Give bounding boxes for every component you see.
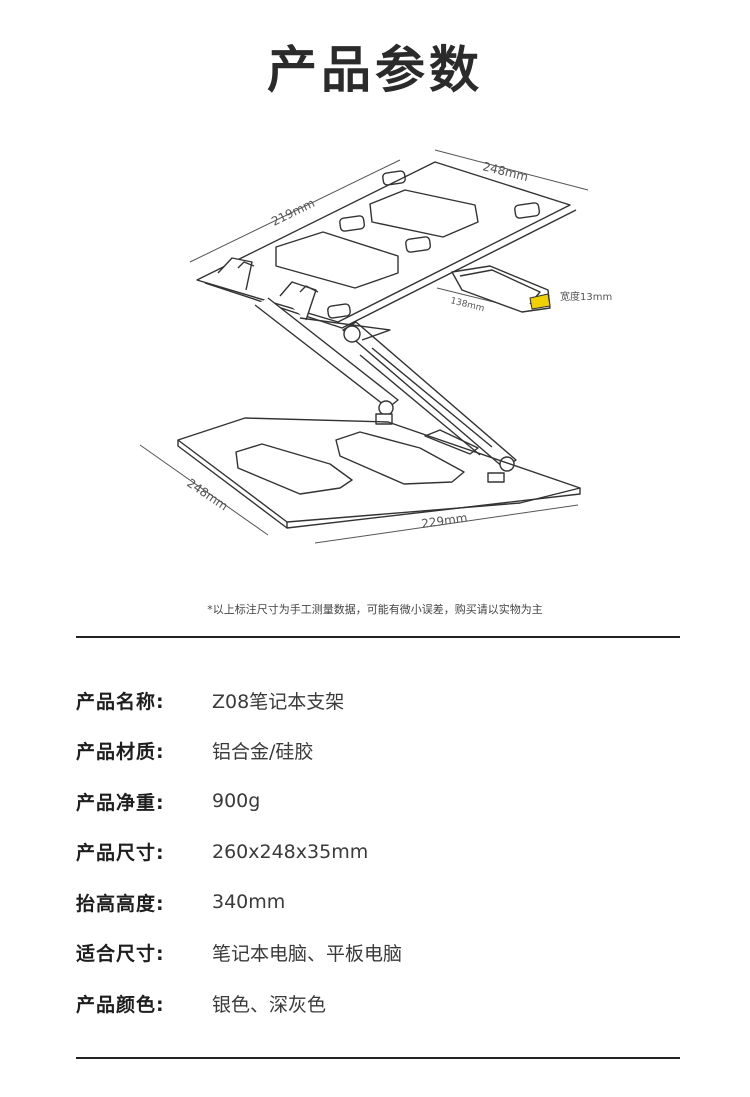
spec-row-compatible: 适合尺寸: 笔记本电脑、平板电脑 xyxy=(76,928,680,979)
spec-row-color: 产品颜色: 银色、深灰色 xyxy=(76,978,680,1029)
spec-row-name: 产品名称: Z08笔记本支架 xyxy=(76,675,680,726)
product-dimension-diagram: 248mm 219mm 138mm 宽度13mm 248mm 229mm xyxy=(0,120,750,560)
spec-label: 抬高高度: xyxy=(76,892,165,915)
measurement-note: *以上标注尺寸为手工测量数据，可能有微小误差，购买请以实物为主 xyxy=(207,603,543,616)
spec-label: 产品名称: xyxy=(76,690,165,713)
top-divider xyxy=(76,636,680,638)
spec-value: 900g xyxy=(212,790,261,813)
spec-label: 产品净重: xyxy=(76,791,165,814)
spec-value: 340mm xyxy=(212,891,286,914)
spec-label: 适合尺寸: xyxy=(76,943,165,966)
dim-width-label: 宽度13mm xyxy=(560,290,612,303)
dim-base-width: 229mm xyxy=(420,511,468,531)
spec-row-size: 产品尺寸: 260x248x35mm xyxy=(76,827,680,878)
spec-row-material: 产品材质: 铝合金/硅胶 xyxy=(76,726,680,777)
spec-label: 产品尺寸: xyxy=(76,842,165,865)
spec-value: 铝合金/硅胶 xyxy=(212,741,314,764)
spec-table: 产品名称: Z08笔记本支架 产品材质: 铝合金/硅胶 产品净重: 900g 产… xyxy=(76,675,680,1029)
page-title: 产品参数 xyxy=(267,41,483,99)
spec-row-weight: 产品净重: 900g xyxy=(76,776,680,827)
bottom-divider xyxy=(76,1057,680,1059)
spec-value: 笔记本电脑、平板电脑 xyxy=(212,943,403,966)
dim-base-depth: 248mm xyxy=(184,476,230,513)
spec-row-lift-height: 抬高高度: 340mm xyxy=(76,877,680,928)
spec-value: 260x248x35mm xyxy=(212,840,369,863)
spec-label: 产品材质: xyxy=(76,741,165,764)
spec-label: 产品颜色: xyxy=(76,993,165,1016)
spec-value: 银色、深灰色 xyxy=(212,993,327,1016)
spec-value: Z08笔记本支架 xyxy=(212,690,345,713)
